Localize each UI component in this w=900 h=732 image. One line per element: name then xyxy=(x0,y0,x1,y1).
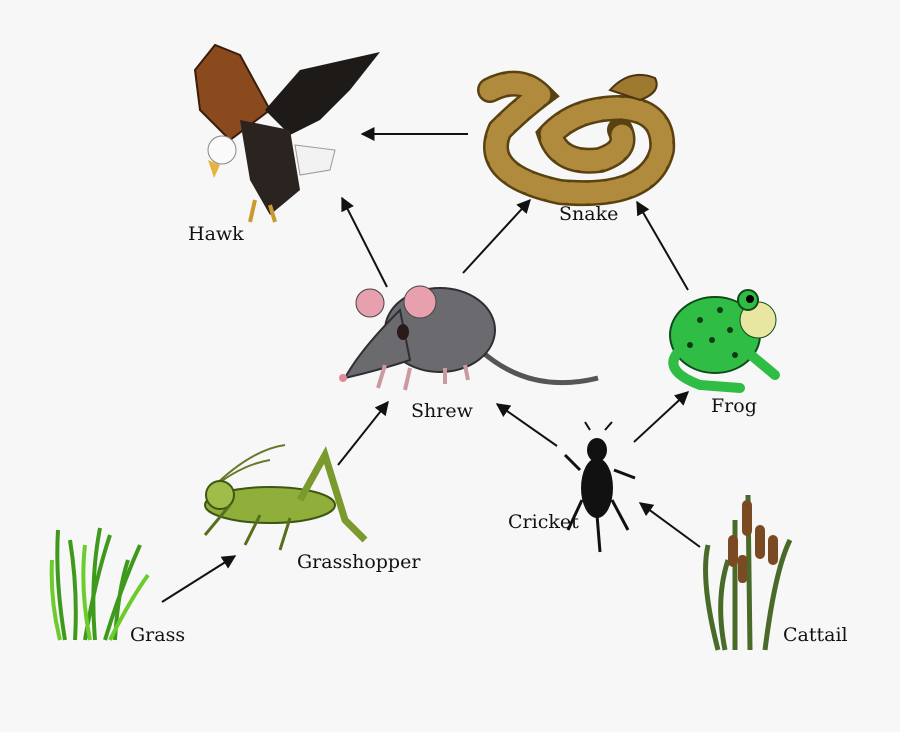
snake-illustration xyxy=(477,70,676,207)
shrew-illustration xyxy=(339,285,599,391)
arrow-cricket-to-frog xyxy=(633,391,690,443)
grasshopper-illustration xyxy=(203,444,368,551)
label-snake: Snake xyxy=(559,203,618,225)
label-grass: Grass xyxy=(130,624,185,646)
label-shrew: Shrew xyxy=(411,400,474,422)
cricket-illustration xyxy=(563,421,636,553)
arrow-shrew-to-hawk xyxy=(341,196,388,288)
cattail-illustration xyxy=(703,494,793,651)
grass-illustration xyxy=(49,527,150,641)
arrow-grass-to-grasshopper xyxy=(161,555,237,603)
frog-illustration xyxy=(668,289,780,393)
arrow-frog-to-snake xyxy=(636,200,689,291)
arrow-shrew-to-snake xyxy=(462,198,531,274)
feeding-arrows xyxy=(161,127,701,603)
hawk-illustration xyxy=(193,43,380,223)
label-grasshopper: Grasshopper xyxy=(297,551,421,573)
arrow-cattail-to-cricket xyxy=(638,502,701,548)
label-hawk: Hawk xyxy=(188,223,244,245)
label-cattail: Cattail xyxy=(783,624,848,646)
arrow-cricket-to-shrew xyxy=(495,403,558,447)
arrow-grasshopper-to-shrew xyxy=(337,400,389,466)
label-frog: Frog xyxy=(711,395,757,417)
label-cricket: Cricket xyxy=(508,511,579,533)
